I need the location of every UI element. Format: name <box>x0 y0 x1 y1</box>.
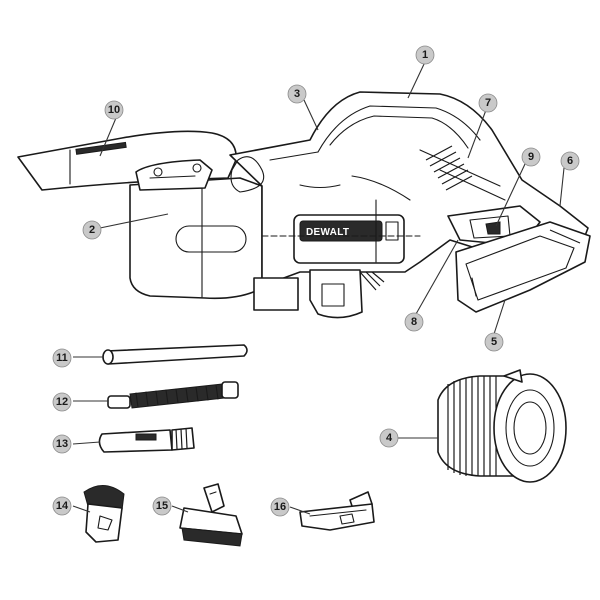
callout-3: 3 <box>287 84 307 104</box>
callout-4: 4 <box>379 428 399 448</box>
callout-16-label: 16 <box>274 501 286 513</box>
callout-8-label: 8 <box>411 316 417 328</box>
callout-3-label: 3 <box>294 88 300 100</box>
callout-11: 11 <box>52 348 72 368</box>
upholstery-brush <box>179 483 243 547</box>
dust-bowl <box>129 159 263 300</box>
callout-9-label: 9 <box>528 151 534 163</box>
callout-5: 5 <box>484 332 504 352</box>
battery-pack <box>455 221 591 313</box>
callout-14-label: 14 <box>56 500 69 512</box>
callout-4-label: 4 <box>386 432 393 444</box>
callout-7: 7 <box>478 93 498 113</box>
callout-14: 14 <box>52 496 72 516</box>
callout-8: 8 <box>404 312 424 332</box>
leader-lines <box>72 61 565 515</box>
extension-tube <box>102 344 248 365</box>
brand-label: DEWALT <box>306 227 349 238</box>
callout-12: 12 <box>52 392 72 412</box>
callout-7-label: 7 <box>485 97 491 109</box>
filter-cartridge <box>437 369 567 483</box>
callout-2: 2 <box>82 220 102 240</box>
dusting-brush <box>83 485 125 543</box>
callout-5-label: 5 <box>491 336 497 348</box>
callout-15-label: 15 <box>156 500 168 512</box>
callout-15: 15 <box>152 496 172 516</box>
callout-10: 10 <box>104 100 124 120</box>
floor-tool <box>299 491 375 531</box>
callout-13-label: 13 <box>56 438 68 450</box>
brand-badge: DEWALT <box>261 199 421 264</box>
callout-1: 1 <box>415 45 435 65</box>
callout-2-label: 2 <box>89 224 95 236</box>
callout-13: 13 <box>52 434 72 454</box>
callout-16: 16 <box>270 497 290 517</box>
flexible-hose <box>107 381 239 409</box>
vent-grille <box>425 145 473 191</box>
callout-11-label: 11 <box>56 352 68 364</box>
adapter-tube <box>98 427 195 453</box>
callout-1-label: 1 <box>422 49 428 61</box>
callout-6-label: 6 <box>567 155 573 167</box>
callout-10-label: 10 <box>108 104 120 116</box>
callout-12-label: 12 <box>56 396 68 408</box>
callout-9: 9 <box>521 147 541 167</box>
callout-6: 6 <box>560 151 580 171</box>
vacuum-assembly: DEWALT <box>17 91 591 319</box>
